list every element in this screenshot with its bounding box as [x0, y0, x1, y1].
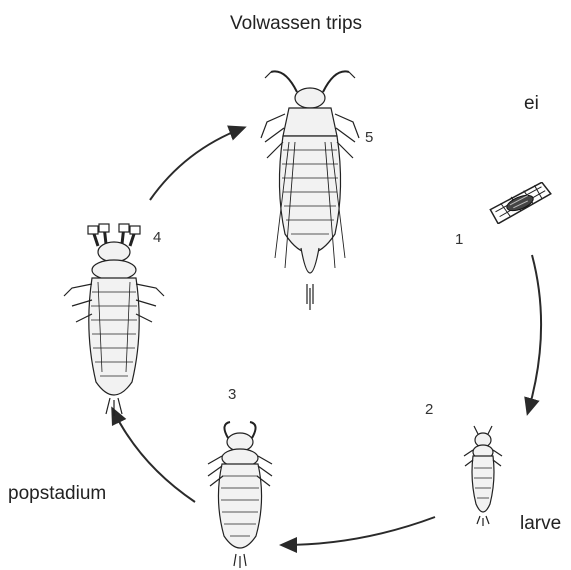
egg-icon: [482, 182, 558, 224]
larva-icon: [458, 420, 508, 530]
stage-number-2: 2: [425, 402, 433, 417]
label-egg: ei: [524, 94, 539, 113]
label-adult-thrips: Volwassen trips: [230, 14, 362, 33]
stage-number-3: 3: [228, 387, 236, 402]
adult-thrips-icon: [255, 58, 365, 318]
arrow-egg-to-larva: [528, 255, 541, 412]
prepupa-icon: [200, 420, 280, 570]
stage-number-5: 5: [365, 130, 373, 145]
arrow-larva-to-prepupa: [283, 517, 435, 545]
stage-number-1: 1: [455, 232, 463, 247]
label-pupa: popstadium: [8, 484, 106, 503]
stage-number-4: 4: [153, 230, 161, 245]
pupa-icon: [58, 222, 170, 418]
arrow-pupa-to-adult: [150, 128, 243, 200]
arrow-prepupa-to-pupa: [113, 410, 195, 502]
label-larva: larve: [520, 514, 561, 533]
